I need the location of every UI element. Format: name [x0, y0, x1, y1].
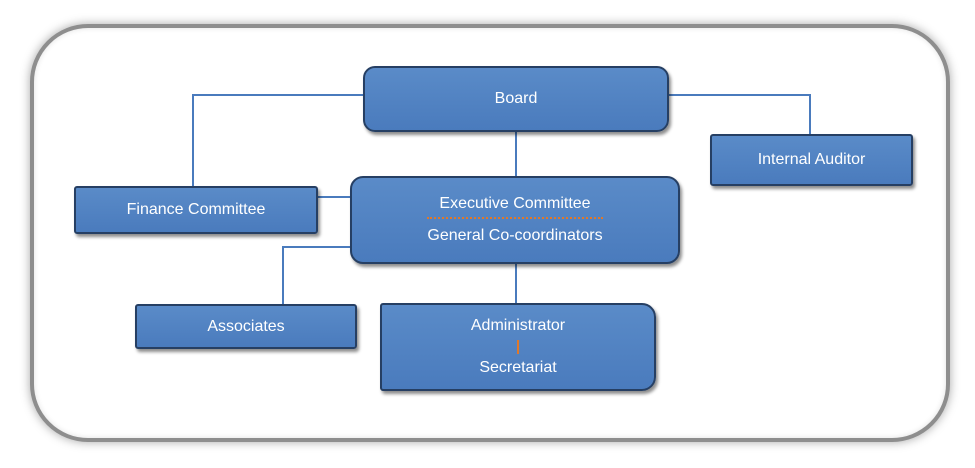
connector-board-finance [192, 94, 365, 188]
associates-label: Associates [207, 317, 285, 335]
executive-separator [427, 217, 603, 219]
executive-committee-label: Executive Committee [439, 195, 591, 212]
board-box: Board [363, 66, 669, 132]
associates-box: Associates [135, 304, 357, 349]
internal-auditor-box: Internal Auditor [710, 134, 913, 186]
finance-committee-label: Finance Committee [126, 201, 266, 218]
connector-board-auditor [668, 94, 811, 135]
general-coordinators-label: General Co-coordinators [427, 227, 603, 244]
internal-auditor-label: Internal Auditor [757, 151, 866, 168]
connector-executive-associates [282, 246, 352, 306]
administrator-separator [517, 340, 519, 354]
finance-committee-box: Finance Committee [74, 186, 318, 234]
secretariat-label: Secretariat [479, 359, 557, 376]
administrator-box: Administrator Secretariat [380, 303, 656, 391]
board-label: Board [494, 90, 538, 107]
executive-committee-box: Executive Committee General Co-coordinat… [350, 176, 680, 264]
administrator-label: Administrator [470, 317, 566, 334]
